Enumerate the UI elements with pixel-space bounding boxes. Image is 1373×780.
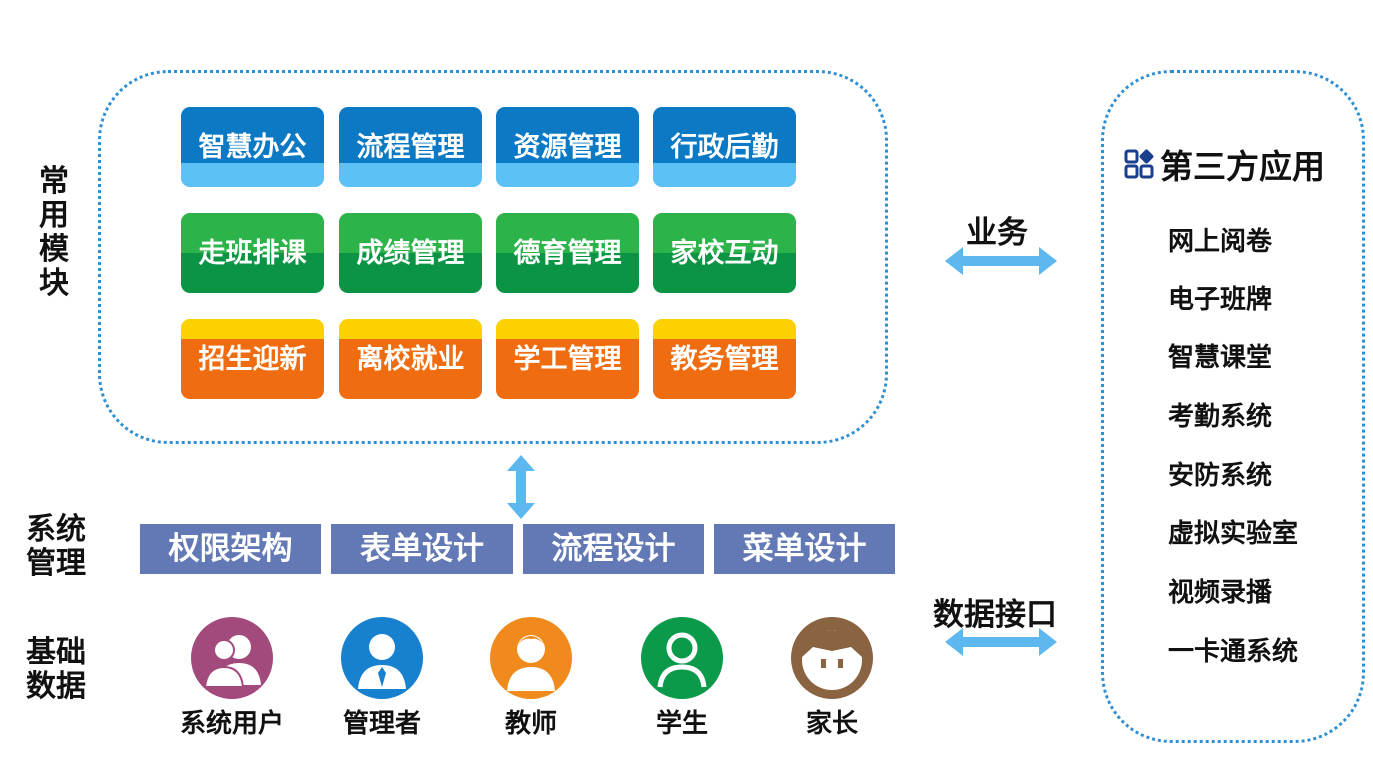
user-label: 教师 [504,709,557,739]
user-teacher[interactable]: 教师 [466,617,596,740]
user-label: 学生 [655,709,708,739]
module-label: 资源管理 [513,132,622,163]
module-label: 家校互动 [670,238,779,269]
module-class-scheduling[interactable]: 走班排课 [181,213,324,293]
third-party-item[interactable]: 安防系统 [1168,461,1273,491]
user-label: 系统用户 [179,709,284,739]
third-party-item[interactable]: 电子班牌 [1168,285,1273,315]
module-grade-management[interactable]: 成绩管理 [339,213,482,293]
module-label: 德育管理 [513,238,622,269]
module-home-school[interactable]: 家校互动 [653,213,796,293]
system-process-design[interactable]: 流程设计 [523,524,704,574]
module-label: 招生迎新 [198,344,307,375]
module-admin-logistics[interactable]: 行政后勤 [653,107,796,187]
module-moral-education[interactable]: 德育管理 [496,213,639,293]
module-label: 教务管理 [670,344,779,375]
system-menu-design[interactable]: 菜单设计 [714,524,895,574]
users-icon [191,617,273,699]
third-party-item[interactable]: 网上阅卷 [1168,227,1273,257]
third-party-item[interactable]: 虚拟实验室 [1168,519,1299,549]
user-label: 管理者 [342,709,421,739]
business-label: 业务 [966,215,1028,251]
system-form-design[interactable]: 表单设计 [331,524,513,574]
user-system-users[interactable]: 系统用户 [167,617,297,740]
third-party-item[interactable]: 考勤系统 [1168,402,1273,432]
module-label: 离校就业 [356,344,465,375]
common-modules-label: 常 用 模 块 [39,164,69,301]
student-icon [641,617,723,699]
vertical-double-arrow-icon [507,455,535,519]
module-label: 走班排课 [198,238,307,269]
user-student[interactable]: 学生 [617,617,747,740]
third-party-item[interactable]: 智慧课堂 [1168,343,1273,373]
module-enrollment[interactable]: 招生迎新 [181,319,324,399]
module-label: 学工管理 [513,344,622,375]
module-label: 成绩管理 [356,238,465,269]
module-smart-office[interactable]: 智慧办公 [181,107,324,187]
teacher-icon [490,617,572,699]
third-party-title: 第三方应用 [1124,140,1354,188]
parent-icon [791,617,873,699]
common-modules-container [98,70,888,444]
module-student-affairs[interactable]: 学工管理 [496,319,639,399]
third-party-container [1101,70,1365,743]
module-academic-affairs[interactable]: 教务管理 [653,319,796,399]
user-manager[interactable]: 管理者 [317,617,447,740]
manager-icon [341,617,423,699]
module-resource-management[interactable]: 资源管理 [496,107,639,187]
module-process-management[interactable]: 流程管理 [339,107,482,187]
system-management-label: 系统 管理 [26,512,86,581]
business-double-arrow-icon [945,247,1057,275]
data-interface-double-arrow-icon [945,628,1057,656]
third-party-item[interactable]: 视频录播 [1168,578,1273,608]
third-party-item[interactable]: 一卡通系统 [1168,637,1299,667]
system-permission-architecture[interactable]: 权限架构 [140,524,321,574]
module-label: 智慧办公 [198,132,307,163]
module-label: 行政后勤 [670,132,779,163]
data-interface-label: 数据接口 [933,597,1057,633]
user-label: 家长 [805,709,858,739]
apps-grid-icon [1124,149,1154,179]
module-label: 流程管理 [356,132,465,163]
user-parent[interactable]: 家长 [767,617,897,740]
base-data-label: 基础 数据 [26,635,86,704]
module-graduation-employment[interactable]: 离校就业 [339,319,482,399]
